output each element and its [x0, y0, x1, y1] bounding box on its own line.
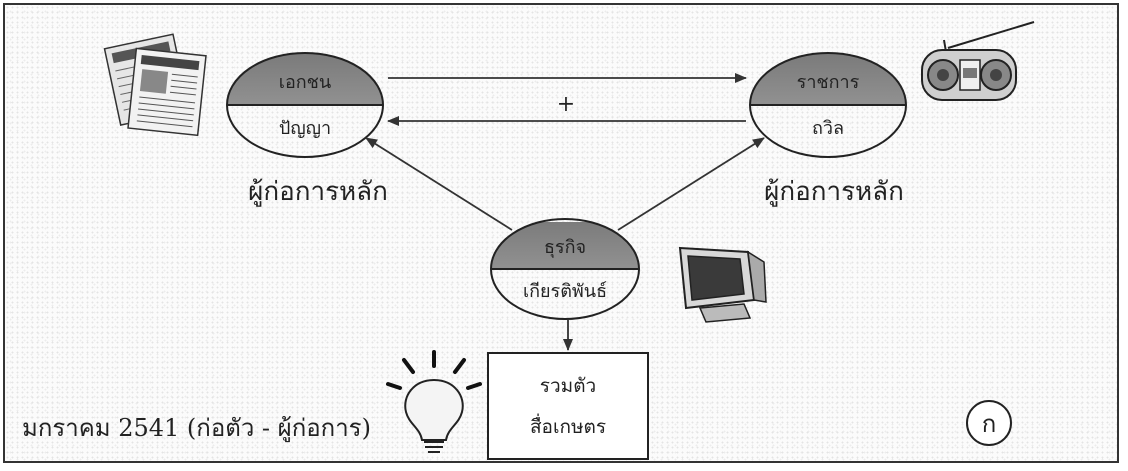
node-business: ธุรกิจ เกียรติพันธ์: [490, 218, 640, 320]
node-private: เอกชน ปัญญา: [226, 52, 384, 158]
node-private-bottom: ปัญญา: [279, 118, 331, 139]
tv-icon: [678, 246, 767, 323]
corner-mark: ก: [966, 400, 1012, 446]
corner-mark-text: ก: [982, 410, 997, 438]
main-actor-label-left: ผู้ก่อการหลัก: [248, 177, 388, 207]
lightbulb-icon: [386, 350, 482, 453]
plus-sign: +: [557, 92, 575, 117]
media-box: รวมตัว สื่อเกษตร: [487, 352, 649, 460]
node-government-bottom: ถวิล: [812, 118, 844, 139]
caption: มกราคม 2541 (ก่อตัว - ผู้ก่อการ): [22, 414, 371, 443]
node-business-top: ธุรกิจ: [544, 237, 586, 258]
node-private-top: เอกชน: [279, 72, 331, 93]
newspaper-icon: [103, 33, 207, 137]
radio-icon: [921, 21, 1035, 101]
node-government-top: ราชการ: [797, 72, 860, 93]
media-box-line1: รวมตัว: [540, 375, 596, 397]
node-government: ราชการ ถวิล: [749, 52, 907, 158]
media-box-line2: สื่อเกษตร: [530, 413, 606, 438]
node-business-bottom: เกียรติพันธ์: [523, 281, 607, 302]
arrow-business-to-private: [365, 137, 513, 231]
main-actor-label-right: ผู้ก่อการหลัก: [764, 177, 904, 207]
arrow-business-to-government: [617, 137, 765, 231]
